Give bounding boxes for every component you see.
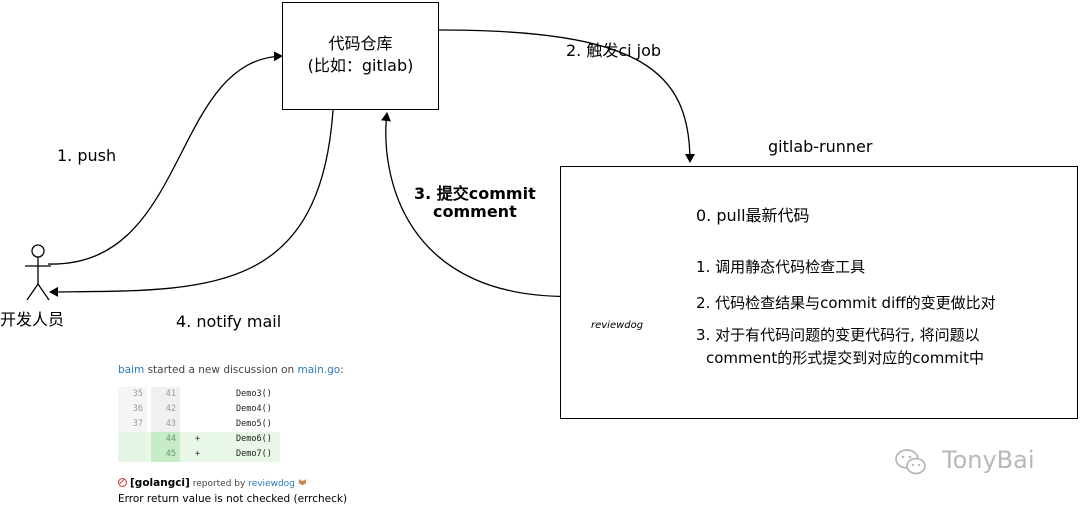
diff-old-line-number: 36 xyxy=(118,402,147,417)
reviewdog-logo-text: reviewdog xyxy=(591,320,644,331)
trigger-arrow xyxy=(438,29,695,163)
runner-step-2: 2. 代码检查结果与commit diff的变更做比对 xyxy=(696,294,996,312)
push-label: 1. push xyxy=(57,146,117,165)
linter-tag: [golangci] xyxy=(130,477,190,489)
notify-label: 4. notify mail xyxy=(176,312,282,331)
trigger-label: 2. 触发ci job xyxy=(566,41,662,60)
repo-title-line2: (比如：gitlab) xyxy=(307,56,414,75)
diff-code: Demo4() xyxy=(236,404,272,414)
diff-code: Demo5() xyxy=(236,419,272,429)
diff-new-line-number: 44 xyxy=(151,432,180,447)
developer-label: 开发人员 xyxy=(0,310,65,329)
repo-box xyxy=(282,2,439,110)
comment-author-link[interactable]: baim xyxy=(118,364,145,376)
runner-title: gitlab-runner xyxy=(768,137,873,156)
diff-code: Demo6() xyxy=(236,434,272,444)
discussion-action-text: started a new discussion on xyxy=(144,364,298,376)
review-comment-snippet: baim started a new discussion on main.go… xyxy=(118,362,380,505)
diff-marker: + xyxy=(195,449,201,459)
reporter-link[interactable]: reviewdog xyxy=(248,479,295,489)
comment-body: [golangci] reported by reviewdog Error r… xyxy=(118,476,347,507)
diff-row: 37 43 Demo5() xyxy=(118,417,280,432)
repo-title: 代码仓库 (比如：gitlab) xyxy=(282,33,439,77)
diff-marker: + xyxy=(195,434,201,444)
notify-arrow xyxy=(49,109,334,297)
wechat-icon xyxy=(895,449,926,475)
dog-emoji-icon xyxy=(299,478,307,486)
diff-old-line-number xyxy=(118,432,147,447)
runner-step-1: 1. 调用静态代码检查工具 xyxy=(696,258,866,276)
diff-code: Demo3() xyxy=(236,389,272,399)
runner-pull-step: 0. pull最新代码 xyxy=(696,206,810,225)
diff-code: Demo7() xyxy=(236,449,272,459)
push-arrow xyxy=(47,51,283,265)
diff-old-line-number xyxy=(118,447,147,462)
comment-message: Error return value is not checked (errch… xyxy=(118,493,348,505)
header-colon: : xyxy=(340,364,344,376)
watermark-text: TonyBai xyxy=(942,446,1035,474)
diff-new-line-number: 42 xyxy=(151,402,180,417)
no-entry-icon xyxy=(118,478,127,487)
stick-figure-icon xyxy=(25,244,51,301)
discussion-header: baim started a new discussion on main.go… xyxy=(118,362,380,378)
file-link[interactable]: main.go xyxy=(297,364,341,376)
diff-row: 36 42 Demo4() xyxy=(118,402,280,417)
diff-row: 35 41 Demo3() xyxy=(118,387,280,402)
repo-title-line1: 代码仓库 xyxy=(328,34,393,53)
diff-old-line-number: 37 xyxy=(118,417,147,432)
diff-new-line-number: 41 xyxy=(151,387,180,402)
runner-step-3: 3. 对于有代码问题的变更代码行, 将问题以 xyxy=(696,326,980,344)
diff-old-line-number: 35 xyxy=(118,387,147,402)
commit-comment-label-2: comment xyxy=(433,202,517,221)
diff-new-line-number: 45 xyxy=(151,447,180,462)
reported-by-text: reported by xyxy=(189,479,249,489)
comment-tag-line: [golangci] reported by reviewdog xyxy=(118,476,347,492)
runner-box xyxy=(560,166,1078,419)
runner-step-3-cont: comment的形式提交到对应的commit中 xyxy=(706,349,984,367)
comment-arrow xyxy=(381,112,585,297)
commit-comment-label-1: 3. 提交commit xyxy=(414,184,536,203)
diff-row: 45 + Demo7() xyxy=(118,447,280,462)
diff-row: 44 + Demo6() xyxy=(118,432,280,447)
diff-new-line-number: 43 xyxy=(151,417,180,432)
